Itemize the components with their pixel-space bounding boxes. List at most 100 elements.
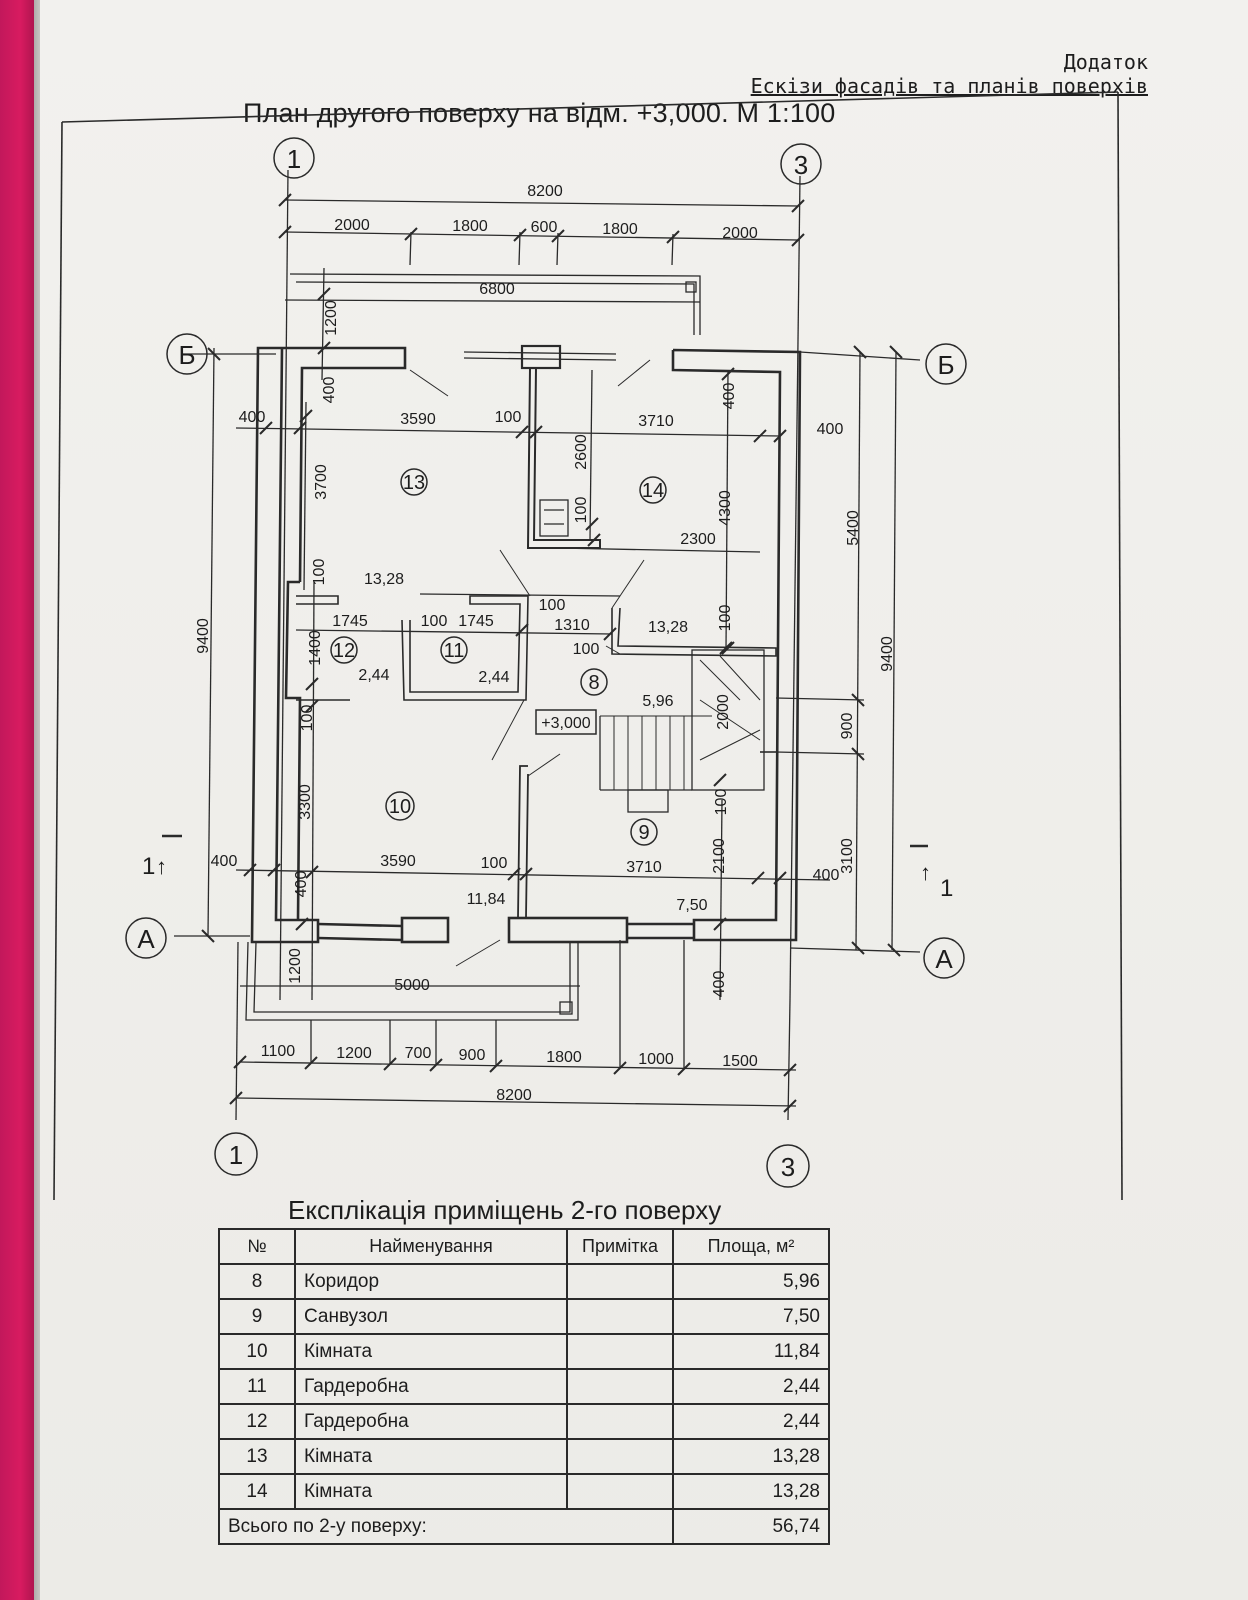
- dim-room10-wall-bot: 400: [293, 871, 310, 898]
- row-name: Гардеробна: [294, 1403, 568, 1440]
- dim-right-wall-top: 400: [817, 421, 844, 438]
- room-12-number: 12: [333, 640, 355, 662]
- dim-right-900: 900: [839, 713, 856, 740]
- dim-bot-700: 700: [405, 1045, 432, 1062]
- dim-bot-900: 900: [459, 1047, 486, 1064]
- row-note: [566, 1438, 674, 1475]
- col-header-area: Площа, м²: [672, 1228, 830, 1265]
- area-room14: 13,28: [648, 619, 688, 636]
- explication-table: № Найменування Примітка Площа, м² 8 Кори…: [218, 1228, 830, 1545]
- area-room9: 7,50: [676, 897, 707, 914]
- dim-right-100: 100: [717, 605, 734, 632]
- dim-room14-inner: 2300: [680, 531, 716, 548]
- dim-w12: 1745: [332, 613, 368, 630]
- row-area: 2,44: [672, 1403, 830, 1440]
- table-row: 9 Санвузол 7,50: [218, 1298, 830, 1335]
- dim-balcony-top-depth: 1200: [323, 300, 340, 336]
- area-room11: 2,44: [478, 669, 509, 686]
- table-row: 12 Гардеробна 2,44: [218, 1403, 830, 1440]
- row-area: 7,50: [672, 1298, 830, 1335]
- floor-plan-drawing: 1 3 Б Б А А 1 3 1 1 ↑ ↑ 8200 2000 1800 6…: [53, 91, 1123, 1200]
- row-number: 9: [218, 1298, 296, 1335]
- section-arrow-left: ↑: [156, 854, 167, 879]
- table-total-row: Всього по 2-у поверху: 56,74: [218, 1508, 830, 1545]
- area-room13: 13,28: [364, 571, 404, 588]
- dim-room9-100: 100: [713, 789, 730, 816]
- dim-room13-width: 3590: [400, 411, 436, 428]
- dim-partition-bot: 100: [481, 855, 508, 872]
- row-note: [566, 1368, 674, 1405]
- dim-room10-width: 3590: [380, 853, 416, 870]
- dim-bot-total: 8200: [496, 1087, 532, 1104]
- appendix-subtitle: Ескізи фасадів та планів поверхів: [750, 74, 1148, 98]
- row-note: [566, 1333, 674, 1370]
- dim-partition-top: 100: [495, 409, 522, 426]
- row-name: Кімната: [294, 1473, 568, 1510]
- area-room8: 5,96: [642, 693, 673, 710]
- row-area: 13,28: [672, 1438, 830, 1475]
- row-name: Коридор: [294, 1263, 568, 1300]
- row-name: Санвузол: [294, 1298, 568, 1335]
- row-number: 11: [218, 1368, 296, 1405]
- col-header-number: №: [218, 1228, 296, 1265]
- table-row: 13 Кімната 13,28: [218, 1438, 830, 1475]
- row-number: 12: [218, 1403, 296, 1440]
- room-13-number: 13: [403, 472, 425, 494]
- dim-right-3100: 3100: [839, 838, 856, 874]
- dim-bot-1100: 1100: [261, 1043, 296, 1060]
- appendix-label: Додаток: [1063, 50, 1148, 74]
- section-arrow-right: ↑: [920, 860, 931, 885]
- col-header-note: Примітка: [566, 1228, 674, 1265]
- row-note: [566, 1263, 674, 1300]
- dim-top-total: 8200: [527, 183, 563, 200]
- table-row: 10 Кімната 11,84: [218, 1333, 830, 1370]
- area-room12: 2,44: [358, 667, 389, 684]
- total-area: 56,74: [672, 1508, 830, 1545]
- room-11-number: 11: [444, 640, 465, 662]
- axis-1-bottom: 1: [229, 1140, 243, 1170]
- dim-left-100: 100: [299, 705, 316, 732]
- dim-corr-100c: 100: [311, 559, 328, 586]
- axis-1-top: 1: [287, 144, 301, 174]
- row-note: [566, 1403, 674, 1440]
- dim-right-total: 9400: [879, 636, 896, 672]
- dim-top-2000a: 2000: [334, 217, 370, 234]
- room-9-number: 9: [638, 822, 649, 844]
- dim-room10-depth: 3300: [297, 784, 314, 820]
- axis-a-right: А: [935, 944, 953, 974]
- row-name: Гардеробна: [294, 1368, 568, 1405]
- dim-left-wall-top: 400: [239, 409, 266, 426]
- dim-bot-1000: 1000: [638, 1051, 674, 1068]
- row-area: 5,96: [672, 1263, 830, 1300]
- dim-flue-wall: 100: [573, 497, 590, 524]
- area-room10: 11,84: [467, 891, 506, 908]
- row-number: 8: [218, 1263, 296, 1300]
- binder-strip: [0, 0, 34, 1600]
- dim-bot-1200: 1200: [336, 1045, 372, 1062]
- axis-b-right: Б: [937, 350, 954, 380]
- table-header-row: № Найменування Примітка Площа, м²: [218, 1228, 830, 1265]
- dim-room9-depth: 2100: [711, 838, 728, 874]
- room-14-number: 14: [642, 480, 664, 502]
- dim-room13-depth: 3700: [313, 464, 330, 500]
- dim-top-1800b: 1800: [602, 221, 638, 238]
- dim-balcony-bot: 5000: [394, 977, 430, 994]
- row-name: Кімната: [294, 1333, 568, 1370]
- row-number: 14: [218, 1473, 296, 1510]
- row-number: 10: [218, 1333, 296, 1370]
- explication-title: Експлікація приміщень 2-го поверху: [288, 1195, 722, 1225]
- table-row: 11 Гардеробна 2,44: [218, 1368, 830, 1405]
- axis-b-left: Б: [178, 340, 195, 370]
- table-row: 8 Коридор 5,96: [218, 1263, 830, 1300]
- row-note: [566, 1473, 674, 1510]
- row-name: Кімната: [294, 1438, 568, 1475]
- level-mark: +3,000: [541, 715, 590, 732]
- dim-balcony-bot-depth: 1200: [287, 948, 304, 984]
- dim-room9-width: 3710: [626, 859, 662, 876]
- axis-a-left: А: [137, 924, 155, 954]
- row-area: 2,44: [672, 1368, 830, 1405]
- dim-flue-depth: 2600: [573, 434, 590, 470]
- dim-right-wall-bot: 400: [813, 867, 840, 884]
- dim-w11: 1745: [458, 613, 494, 630]
- dim-room9-wall-bot: 400: [711, 971, 728, 998]
